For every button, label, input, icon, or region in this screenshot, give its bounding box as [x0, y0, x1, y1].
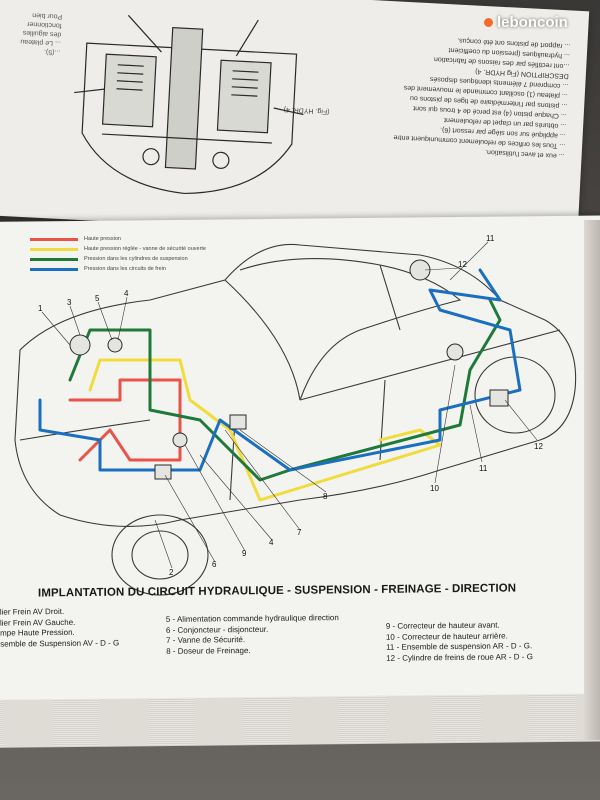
callout-number: 11 — [486, 234, 495, 243]
key-item: semble de Suspension AV - D - G — [0, 637, 120, 649]
rear-height-corrector — [446, 343, 464, 361]
callout-number: 10 — [430, 484, 439, 493]
key-column-3: 9 - Correcteur de hauteur avant. 10 - Co… — [386, 620, 533, 664]
legend-swatch — [30, 267, 78, 271]
brake-line — [38, 268, 522, 472]
safety-valve — [229, 414, 247, 430]
key-item: 8 - Doseur de Freinage. — [166, 645, 251, 656]
brake-doser — [172, 432, 188, 448]
car-outline — [14, 243, 577, 596]
rear-brake-cylinder — [489, 389, 509, 407]
callout-number: 12 — [534, 442, 543, 451]
callout-number: 3 — [67, 298, 72, 307]
callout-number: 12 — [458, 260, 467, 269]
legend-swatch — [30, 237, 78, 241]
leboncoin-watermark: leboncoin — [484, 14, 568, 31]
legend-label: Pression dans les circuits de frein — [84, 266, 166, 272]
callout-number: 6 — [212, 560, 217, 569]
callout-number: 8 — [323, 492, 328, 501]
pump-cross-section-drawing — [74, 14, 304, 195]
high-pressure-line — [68, 378, 182, 462]
legend-suspension-pressure: Pression dans les cylindres de suspensio… — [30, 256, 188, 262]
pump-reservoir — [107, 337, 123, 353]
legend-label: Haute pression — [84, 236, 121, 242]
key-item: 5 - Alimentation commande hydraulique di… — [165, 613, 339, 624]
key-column-2: 5 - Alimentation commande hydraulique di… — [166, 613, 339, 657]
legend-swatch — [30, 257, 78, 261]
callout-number: 2 — [169, 568, 174, 577]
watermark-text: leboncoin — [497, 14, 568, 31]
pressure-regulator — [154, 464, 172, 480]
leader-lines — [41, 241, 538, 569]
key-column-1: lier Frein AV Droit. lier Frein AV Gauch… — [0, 606, 119, 649]
legend-label: Haute pression réglée - vanne de sécurit… — [84, 246, 206, 252]
legend-brake-pressure: Pression dans les circuits de frein — [30, 266, 166, 272]
upper-page: Pour bien fonctionner des aiguilles ... … — [0, 0, 590, 247]
callout-number: 5 — [95, 294, 100, 303]
book-side — [584, 220, 600, 740]
legend-label: Pression dans les cylindres de suspensio… — [84, 256, 188, 262]
callout-number: 9 — [242, 549, 247, 558]
legend-regulated-pressure: Haute pression réglée - vanne de sécurit… — [30, 246, 206, 252]
key-item: 12 - Cylindre de freins de roue AR - D -… — [386, 651, 533, 663]
legend-swatch — [30, 247, 78, 251]
suspension-line — [68, 298, 502, 482]
callout-number: 7 — [297, 528, 302, 537]
front-suspension-sphere — [69, 334, 91, 356]
callout-number: 4 — [124, 289, 129, 298]
callout-number: 1 — [38, 304, 43, 313]
callout-number: 4 — [269, 538, 274, 547]
brand-dot-icon — [484, 18, 493, 27]
callout-number: 11 — [479, 464, 488, 473]
legend-high-pressure: Haute pression — [30, 236, 121, 242]
